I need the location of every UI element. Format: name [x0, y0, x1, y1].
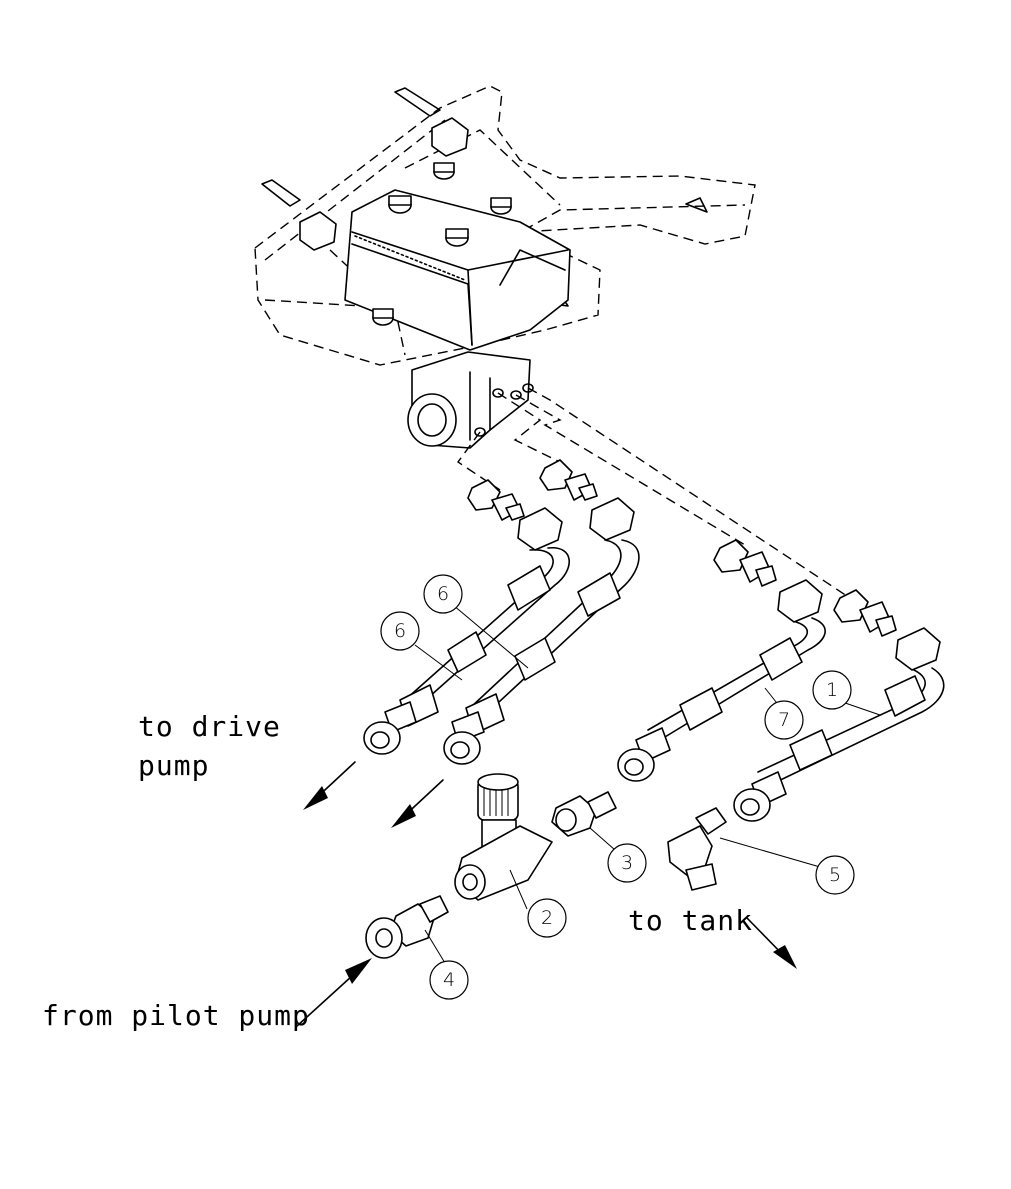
callout-1: 1 [812, 670, 852, 710]
callout-4: 4 [429, 960, 469, 1000]
port-leader-lines [457, 387, 851, 599]
callout-6-left: 6 [380, 611, 420, 651]
hose-assembly-6-left [363, 507, 570, 755]
hose-assembly-7 [617, 579, 826, 782]
flow-control-valve [454, 773, 553, 901]
pedal-valve-assembly [254, 85, 756, 449]
flow-arrow-drive-pump-1 [303, 761, 356, 810]
connector-fitting-4 [365, 895, 449, 959]
callout-leaders [414, 604, 881, 969]
hose-assembly-1 [733, 627, 945, 822]
flow-arrow-drive-pump-2 [391, 779, 444, 828]
adapter-fitting [467, 479, 525, 521]
callout-2: 2 [527, 898, 567, 938]
callout-7: 7 [764, 700, 804, 740]
svg-text:5: 5 [829, 864, 841, 886]
svg-text:6: 6 [394, 620, 406, 642]
svg-text:3: 3 [621, 852, 633, 874]
flow-arrow-tank [746, 917, 797, 969]
callout-5: 5 [815, 855, 855, 895]
adapter-fitting [539, 459, 598, 501]
callout-3: 3 [607, 843, 647, 883]
svg-text:2: 2 [541, 907, 553, 929]
callout-6-right: 6 [423, 574, 463, 614]
label-to-drive: to drive [138, 710, 281, 743]
flow-arrow-pilot-pump [296, 958, 372, 1027]
svg-text:1: 1 [826, 679, 838, 701]
svg-text:7: 7 [778, 709, 790, 731]
elbow-fitting-5 [667, 807, 727, 891]
label-from-pilot-pump: from pilot pump [42, 999, 310, 1032]
bolt-head [372, 162, 512, 326]
label-to-tank: to tank [628, 904, 753, 937]
adapter-fitting [713, 539, 777, 587]
label-pump: pump [138, 749, 209, 782]
adapter-fitting-3 [551, 791, 617, 837]
mounting-stud [261, 87, 469, 251]
svg-text:4: 4 [443, 969, 455, 991]
svg-text:6: 6 [437, 583, 449, 605]
hose-assembly-6-right [443, 497, 640, 765]
adapter-fitting [833, 589, 897, 637]
